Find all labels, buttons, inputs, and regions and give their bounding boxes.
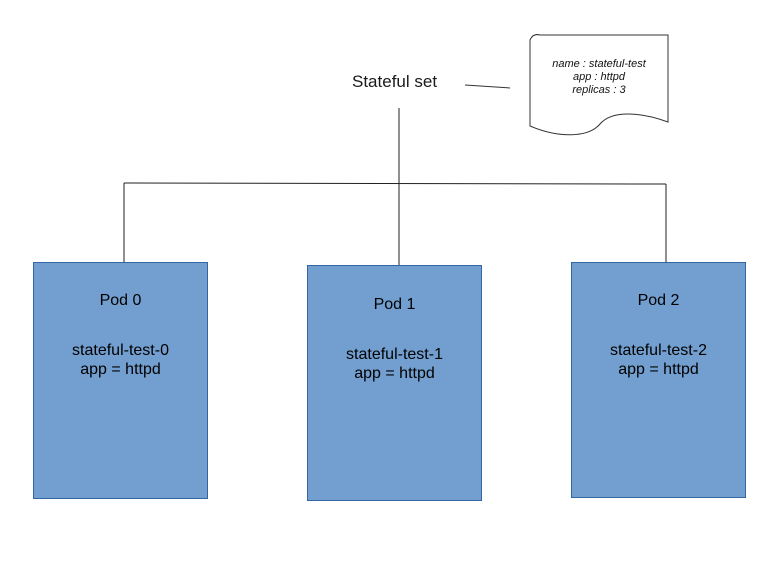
pod-box-2: Pod 2 stateful-test-2 app = httpd — [571, 262, 746, 498]
pod-label: app = httpd — [354, 365, 435, 382]
spec-line-app: app : httpd — [573, 71, 625, 83]
pod-box-0: Pod 0 stateful-test-0 app = httpd — [33, 262, 208, 499]
document-shape — [529, 34, 669, 136]
spec-line-replicas: replicas : 3 — [572, 84, 626, 96]
pod-title: Pod 1 — [373, 296, 416, 313]
pod-title: Pod 2 — [637, 292, 680, 309]
pod-label: app = httpd — [80, 361, 161, 378]
pod-title: Pod 0 — [99, 292, 142, 309]
pod-name: stateful-test-1 — [346, 346, 443, 363]
bus-line — [123, 182, 667, 185]
note-connector-line — [464, 84, 511, 89]
pod-name: stateful-test-0 — [72, 342, 169, 359]
pod-label: app = httpd — [618, 361, 699, 378]
spec-line-name: name : stateful-test — [552, 58, 646, 70]
pod-box-1: Pod 1 stateful-test-1 app = httpd — [307, 265, 482, 501]
pod-name: stateful-test-2 — [610, 342, 707, 359]
statefulset-label: Stateful set — [352, 72, 438, 91]
spec-document-text: name : stateful-test app : httpd replica… — [530, 58, 668, 97]
